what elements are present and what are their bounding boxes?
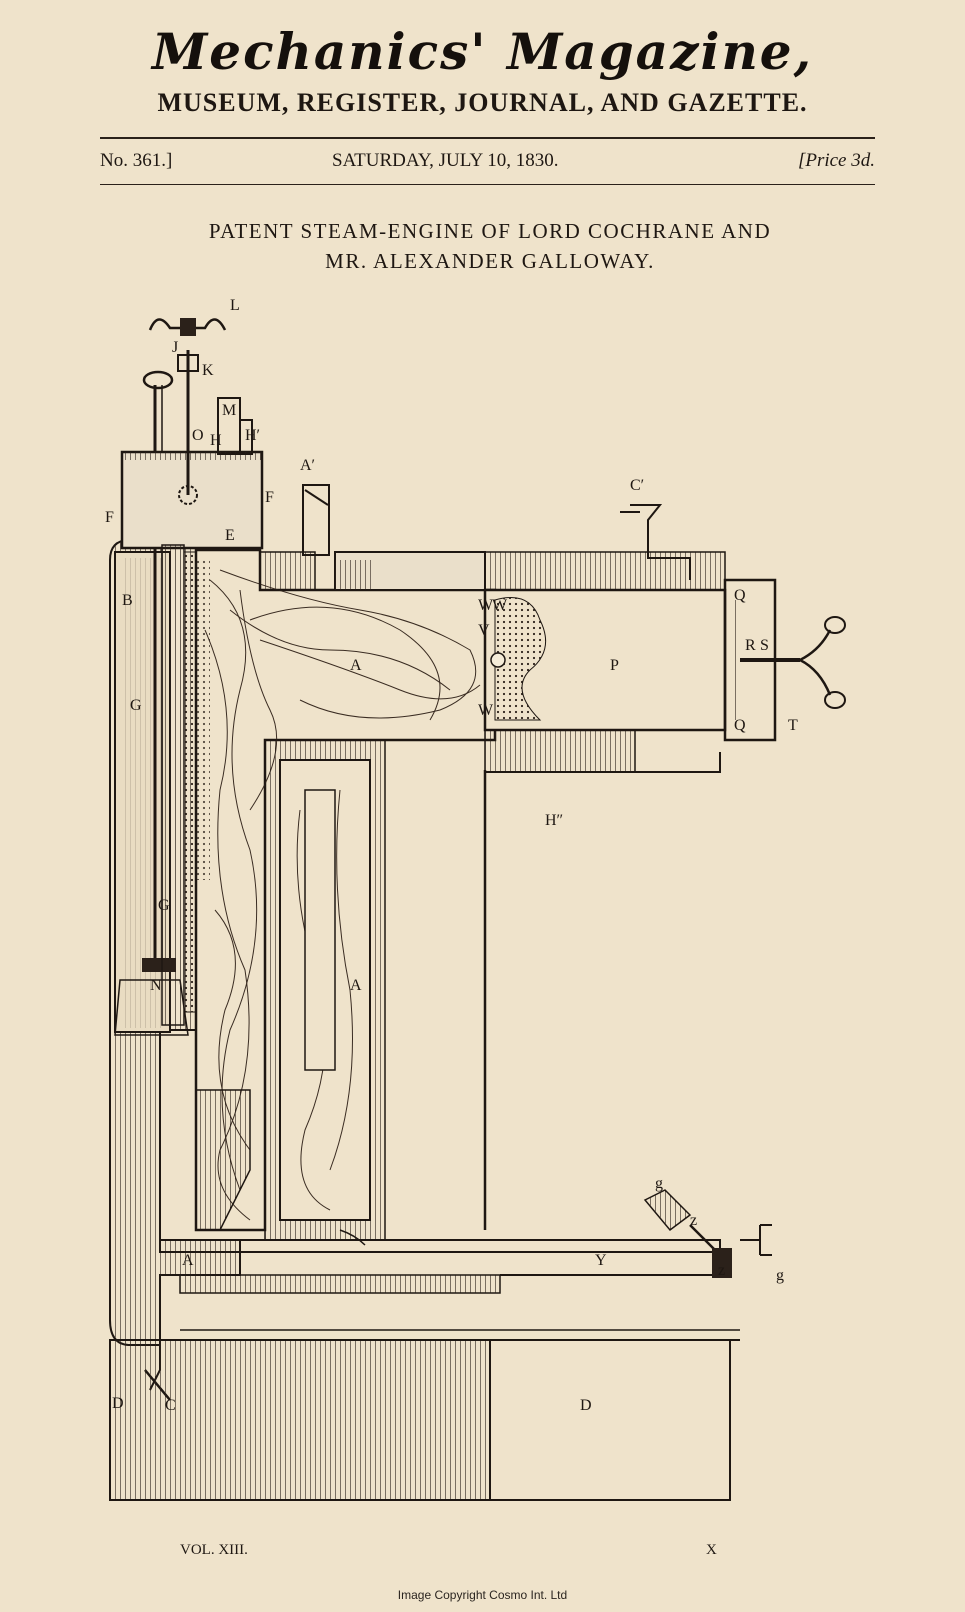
issue-price: [Price 3d. [797,150,875,171]
label-S: S [760,637,769,654]
label-P: P [610,657,619,674]
label-F-right: F [265,489,274,506]
steam-engine-figure: L J K M H O H′ F F A′ C′ E B G G N A A A… [100,290,880,1520]
label-A-prime: A′ [300,457,315,474]
label-g-upper: g [655,1175,663,1192]
steam-chamber [120,450,264,550]
label-D-left: D [112,1395,124,1412]
tank [109,1339,491,1501]
label-G-upper: G [130,697,142,714]
label-G-lower: G [158,897,170,914]
label-H: H [210,432,222,449]
signature-mark: X [706,1542,717,1558]
label-W-second: W [492,597,508,614]
label-V: V [478,622,490,639]
issue-line: No. 361.] SATURDAY, JULY 10, 1830. [Pric… [100,150,875,176]
label-A-upper: A [350,657,362,674]
label-z-lower: z [718,1262,725,1279]
label-L: L [230,297,240,314]
label-W-top: W [478,597,494,614]
issue-number: No. 361.] [100,150,173,171]
masthead-title: Mechanics' Magazine, [151,22,814,81]
page-footer: VOL. XIII. X [0,1542,965,1566]
top-rule [100,137,875,139]
label-H-prime: H′ [245,427,260,444]
steam-engine-diagram: L J K M H O H′ F F A′ C′ E B G G N A A A… [105,297,846,1501]
label-A-middle: A [350,977,362,994]
bottom-rule [100,184,875,185]
label-g-lower: g [776,1267,784,1284]
label-Q-lower: Q [734,717,746,734]
label-C: C [165,1397,176,1414]
label-B: B [122,592,133,609]
label-M: M [222,402,236,419]
label-K: K [202,362,214,379]
article-title-line-1: PATENT STEAM-ENGINE OF LORD COCHRANE AND [208,219,772,243]
volume-number: VOL. XIII. [180,1542,248,1558]
label-A-lower: A [182,1252,194,1269]
label-H-double-prime: H″ [545,812,563,829]
label-D-right: D [580,1397,592,1414]
copyright-notice: Image Copyright Cosmo Int. Ltd [397,1588,568,1602]
label-W-bottom: W [478,702,494,719]
label-C-prime: C′ [630,477,644,494]
label-O: O [192,427,204,444]
article-title-line-2: MR. ALEXANDER GALLOWAY. [325,249,655,273]
label-F-left: F [105,509,114,526]
label-T: T [788,717,798,734]
label-N: N [150,977,162,994]
label-Y: Y [595,1252,607,1269]
label-E: E [225,527,235,544]
masthead-subtitle: MUSEUM, REGISTER, JOURNAL, AND GAZETTE. [157,88,808,117]
issue-date: SATURDAY, JULY 10, 1830. [332,150,559,171]
article-title: PATENT STEAM-ENGINE OF LORD COCHRANE AND… [120,216,860,276]
label-R: R [745,637,756,654]
label-Q-upper: Q [734,587,746,604]
label-J: J [172,339,178,356]
label-z-upper: z [690,1212,697,1229]
